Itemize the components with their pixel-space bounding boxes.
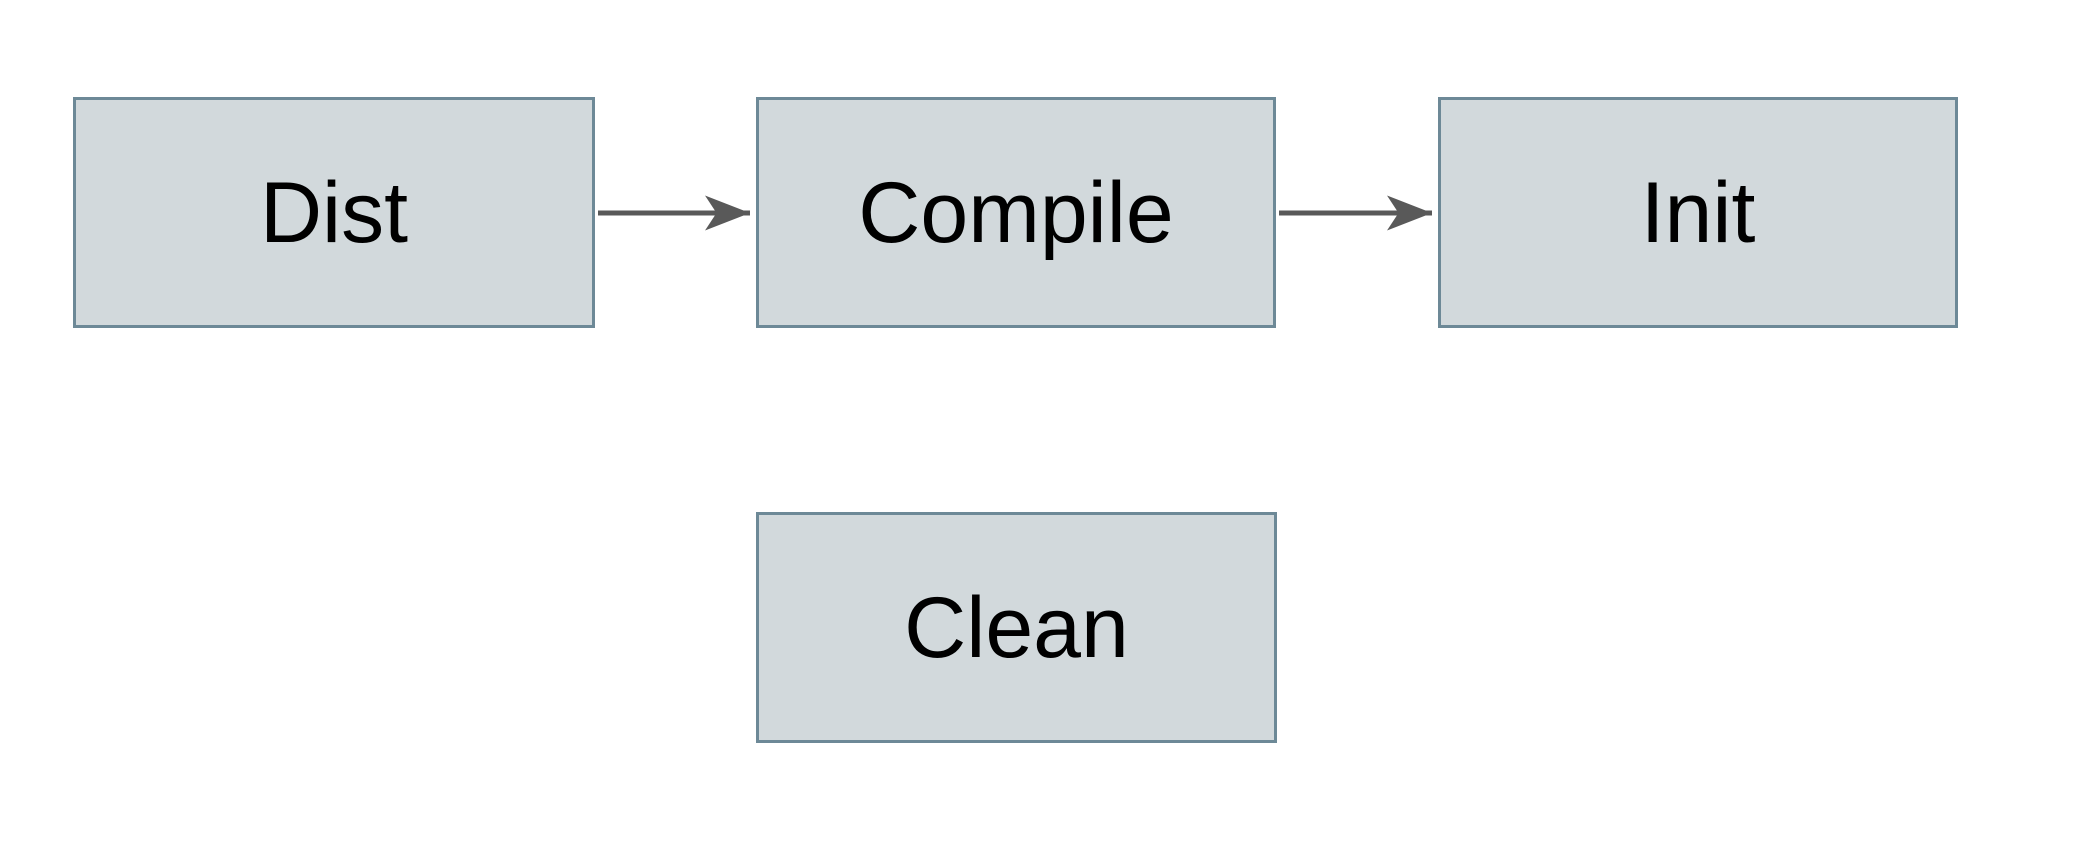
node-clean: Clean [756, 512, 1277, 743]
node-compile-label: Compile [858, 164, 1174, 261]
node-clean-label: Clean [904, 579, 1129, 676]
node-compile: Compile [756, 97, 1276, 328]
node-init-label: Init [1640, 164, 1756, 261]
node-dist: Dist [73, 97, 595, 328]
node-init: Init [1438, 97, 1958, 328]
node-dist-label: Dist [259, 164, 409, 261]
